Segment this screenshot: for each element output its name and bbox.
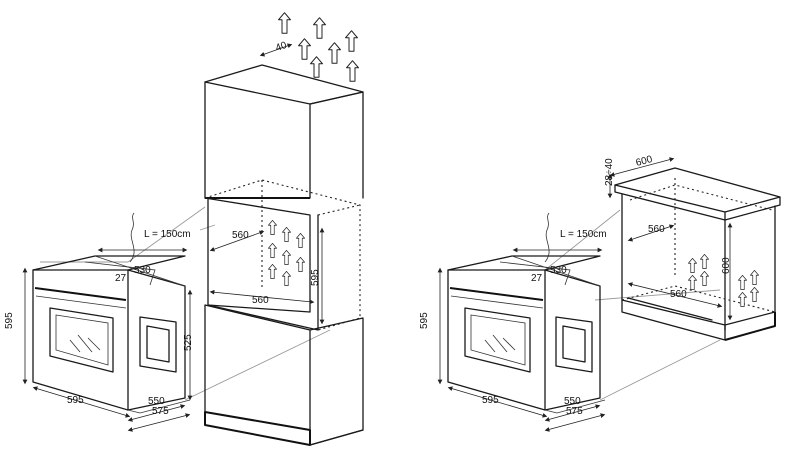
- base-cabinet-worktop-depth-label: 600: [635, 154, 654, 169]
- left-oven-top: [32, 255, 186, 271]
- base-cabinet-worktop-thickness-label: 28÷40: [604, 158, 615, 186]
- left-oven-top-530-label: 530: [134, 265, 151, 276]
- left-oven-door: [49, 307, 114, 373]
- left-oven-side-height-label: 525: [183, 334, 194, 351]
- tall-cabinet-top-arrows: [278, 12, 359, 82]
- tall-cabinet-width-label: 560: [252, 295, 269, 306]
- left-oven-front: [32, 269, 129, 411]
- right-oven-top-27-label: 27: [531, 273, 543, 284]
- tall-cabinet-gap-label: 40: [274, 40, 289, 54]
- left-oven-top-27-label: 27: [115, 273, 127, 284]
- tall-cabinet-depth-label: 560: [232, 230, 249, 241]
- left-oven-depth-575-label: 575: [152, 406, 169, 417]
- right-oven: L = 150cm 595 595 550 575 530 27: [419, 209, 721, 432]
- left-oven-width-label: 595: [67, 395, 84, 406]
- left-oven: L = 150cm 595 595 550 575 525 530 27: [4, 206, 331, 432]
- base-cabinet-width-label: 560: [670, 289, 687, 300]
- left-oven-side-frame: [139, 316, 177, 373]
- tall-cabinet-airflow-arrows: [268, 220, 305, 286]
- base-cabinet-height-label: 600: [721, 257, 732, 274]
- tall-cabinet-height-label: 595: [310, 269, 321, 286]
- right-oven-depth-575-label: 575: [566, 406, 583, 417]
- right-oven-top-530-label: 530: [550, 265, 567, 276]
- left-oven-cable: [129, 212, 135, 263]
- base-cabinet-depth-label: 560: [648, 224, 665, 235]
- left-oven-cable-label: L = 150cm: [144, 229, 191, 240]
- right-oven-depth-550-label: 550: [564, 396, 581, 407]
- right-oven-width-label: 595: [482, 395, 499, 406]
- left-oven-height-label: 595: [4, 312, 15, 329]
- tall-cabinet: 40 560 560 595: [204, 12, 364, 446]
- left-oven-depth-550-label: 550: [148, 396, 165, 407]
- right-oven-cable-label: L = 150cm: [560, 229, 607, 240]
- right-oven-height-label: 595: [419, 312, 430, 329]
- base-cabinet: 600 28÷40 560 560 600: [604, 154, 781, 341]
